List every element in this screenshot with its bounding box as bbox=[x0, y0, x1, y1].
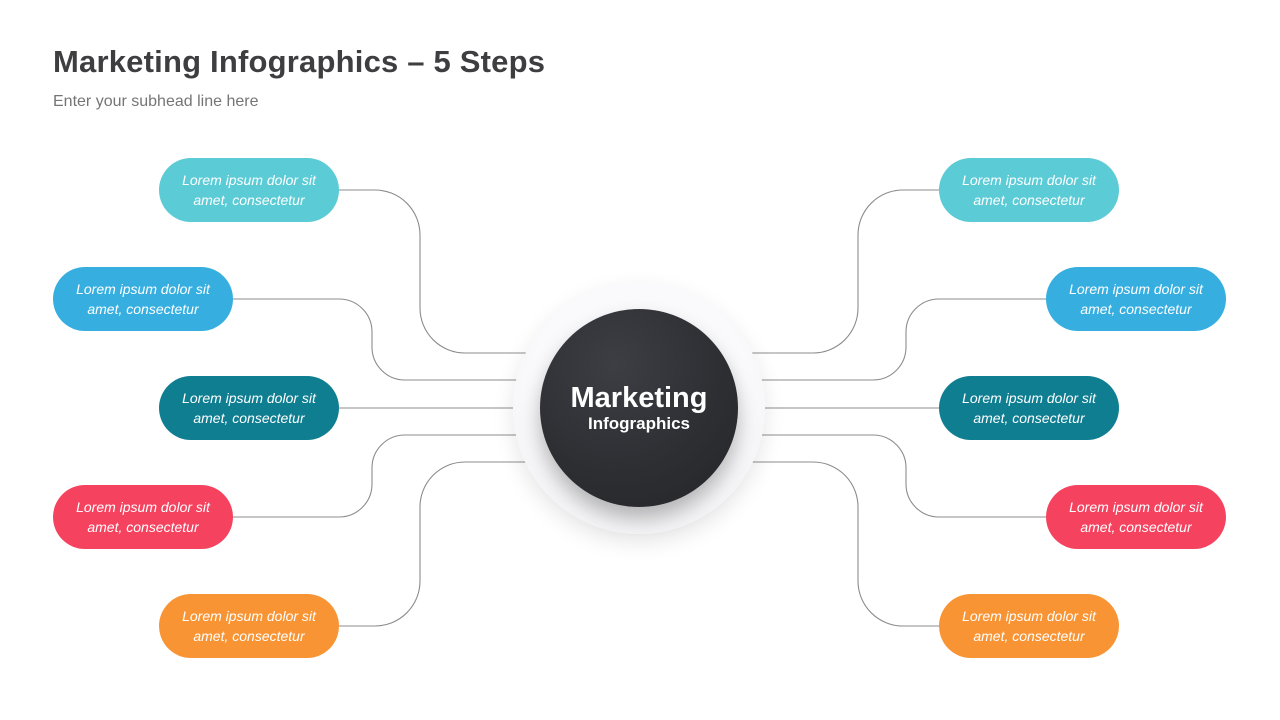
page-subtitle: Enter your subhead line here bbox=[53, 93, 259, 110]
center-subtitle: Infographics bbox=[587, 414, 690, 433]
step-pill-left-2: Lorem ipsum dolor sit amet, consectetur bbox=[53, 267, 233, 331]
step-pill-text: amet, consectetur bbox=[193, 628, 305, 644]
step-pill-right-2: Lorem ipsum dolor sit amet, consectetur bbox=[1046, 267, 1226, 331]
step-pill-left-1: Lorem ipsum dolor sit amet, consectetur bbox=[159, 158, 339, 222]
step-pill-left-3: Lorem ipsum dolor sit amet, consectetur bbox=[159, 376, 339, 440]
step-pill-text: amet, consectetur bbox=[973, 192, 1085, 208]
step-pill-text: Lorem ipsum dolor sit bbox=[962, 390, 1096, 406]
step-pill-text: amet, consectetur bbox=[1080, 519, 1192, 535]
step-pill-left-4: Lorem ipsum dolor sit amet, consectetur bbox=[53, 485, 233, 549]
connector-right-4 bbox=[635, 434, 1046, 518]
step-pill-text: amet, consectetur bbox=[193, 192, 305, 208]
step-pill-text: amet, consectetur bbox=[193, 410, 305, 426]
step-pill-left-5: Lorem ipsum dolor sit amet, consectetur bbox=[159, 594, 339, 658]
connector-right-2 bbox=[635, 298, 1046, 381]
step-pill-text: amet, consectetur bbox=[973, 410, 1085, 426]
step-pill-text: amet, consectetur bbox=[1080, 301, 1192, 317]
step-pill-text: Lorem ipsum dolor sit bbox=[182, 390, 316, 406]
step-pill-text: Lorem ipsum dolor sit bbox=[76, 281, 210, 297]
step-pill-right-3: Lorem ipsum dolor sit amet, consectetur bbox=[939, 376, 1119, 440]
step-pill-right-5: Lorem ipsum dolor sit amet, consectetur bbox=[939, 594, 1119, 658]
center-title: Marketing bbox=[570, 382, 708, 414]
step-pill-text: amet, consectetur bbox=[87, 301, 199, 317]
step-pill-text: Lorem ipsum dolor sit bbox=[76, 499, 210, 515]
center-circle: Marketing Infographics bbox=[540, 309, 738, 507]
step-pill-text: Lorem ipsum dolor sit bbox=[1069, 499, 1203, 515]
connector-left-2 bbox=[232, 298, 645, 381]
step-pill-text: Lorem ipsum dolor sit bbox=[1069, 281, 1203, 297]
page-title: Marketing Infographics – 5 Steps bbox=[53, 44, 546, 79]
connector-left-4 bbox=[232, 434, 645, 518]
connector-left-5 bbox=[338, 461, 645, 627]
step-pill-right-1: Lorem ipsum dolor sit amet, consectetur bbox=[939, 158, 1119, 222]
step-pill-text: Lorem ipsum dolor sit bbox=[182, 172, 316, 188]
connector-left-1 bbox=[338, 189, 645, 354]
step-pill-right-4: Lorem ipsum dolor sit amet, consectetur bbox=[1046, 485, 1226, 549]
step-pill-text: amet, consectetur bbox=[87, 519, 199, 535]
step-pill-text: Lorem ipsum dolor sit bbox=[962, 608, 1096, 624]
step-pill-text: Lorem ipsum dolor sit bbox=[182, 608, 316, 624]
step-pill-text: Lorem ipsum dolor sit bbox=[962, 172, 1096, 188]
connector-right-1 bbox=[635, 189, 940, 354]
connector-right-5 bbox=[635, 461, 940, 627]
step-pill-text: amet, consectetur bbox=[973, 628, 1085, 644]
